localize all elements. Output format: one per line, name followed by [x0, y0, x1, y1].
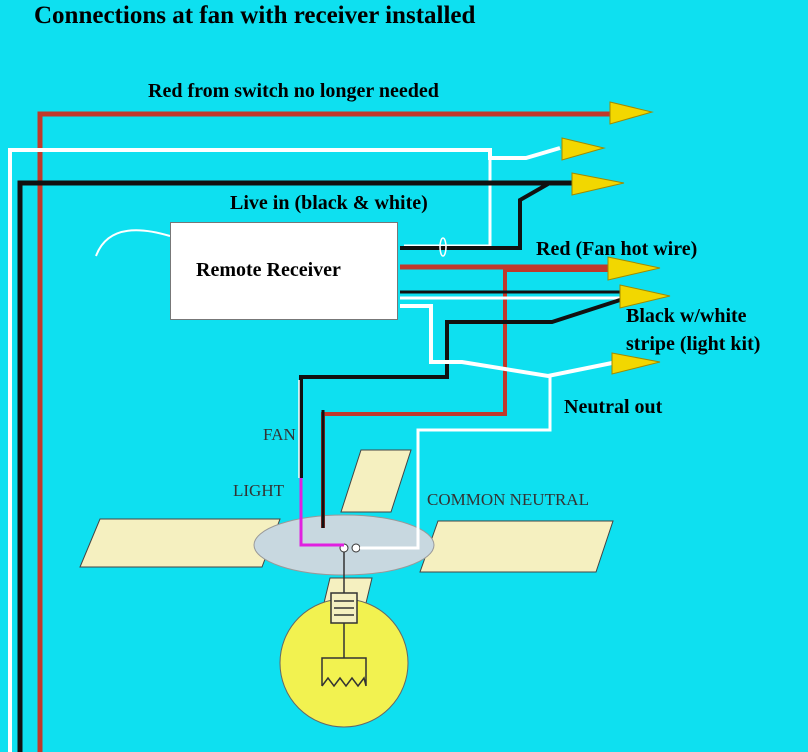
- wire-connector: [609, 101, 654, 125]
- fan-blade-right: [419, 520, 614, 573]
- light-kit-label-line2: stripe (light kit): [626, 333, 761, 355]
- red-fan-hot-label: Red (Fan hot wire): [536, 238, 698, 260]
- light-kit-label: Black w/white stripe (light kit): [626, 302, 760, 358]
- light-kit-wire: [299, 298, 621, 478]
- remote-receiver-box: [170, 222, 398, 320]
- red-switch-wire: [37, 111, 612, 752]
- neutral-out-label: Neutral out: [564, 396, 663, 418]
- common-neutral-label: COMMON NEUTRAL: [427, 490, 589, 509]
- magenta-light-wire: [299, 478, 344, 547]
- light-kit-label-line1: Black w/white: [626, 305, 747, 327]
- wire-clip: [439, 237, 447, 257]
- white-live-wire: [8, 146, 561, 752]
- live-in-label: Live in (black & white): [230, 192, 428, 214]
- black-live-wire: [17, 180, 572, 752]
- red-switch-label: Red from switch no longer needed: [148, 80, 439, 102]
- black-live-drop: [400, 182, 549, 250]
- wire-connector: [607, 256, 661, 281]
- fan-blade-top: [340, 449, 412, 513]
- page-title: Connections at fan with receiver install…: [34, 2, 476, 29]
- wire-connector: [619, 284, 671, 309]
- terminal-screw: [351, 543, 361, 553]
- wire-connector: [561, 137, 606, 161]
- remote-receiver-label: Remote Receiver: [196, 259, 341, 281]
- white-loop-wire: [95, 229, 171, 257]
- wire-connector: [571, 172, 625, 196]
- fan-label: FAN: [263, 425, 296, 444]
- neutral-out-wire: [400, 304, 613, 379]
- light-label: LIGHT: [233, 481, 284, 500]
- fan-blade-left: [79, 518, 281, 568]
- wire-connector: [611, 352, 661, 375]
- socket-lines: [334, 586, 354, 658]
- common-neutral-wire: [360, 375, 552, 550]
